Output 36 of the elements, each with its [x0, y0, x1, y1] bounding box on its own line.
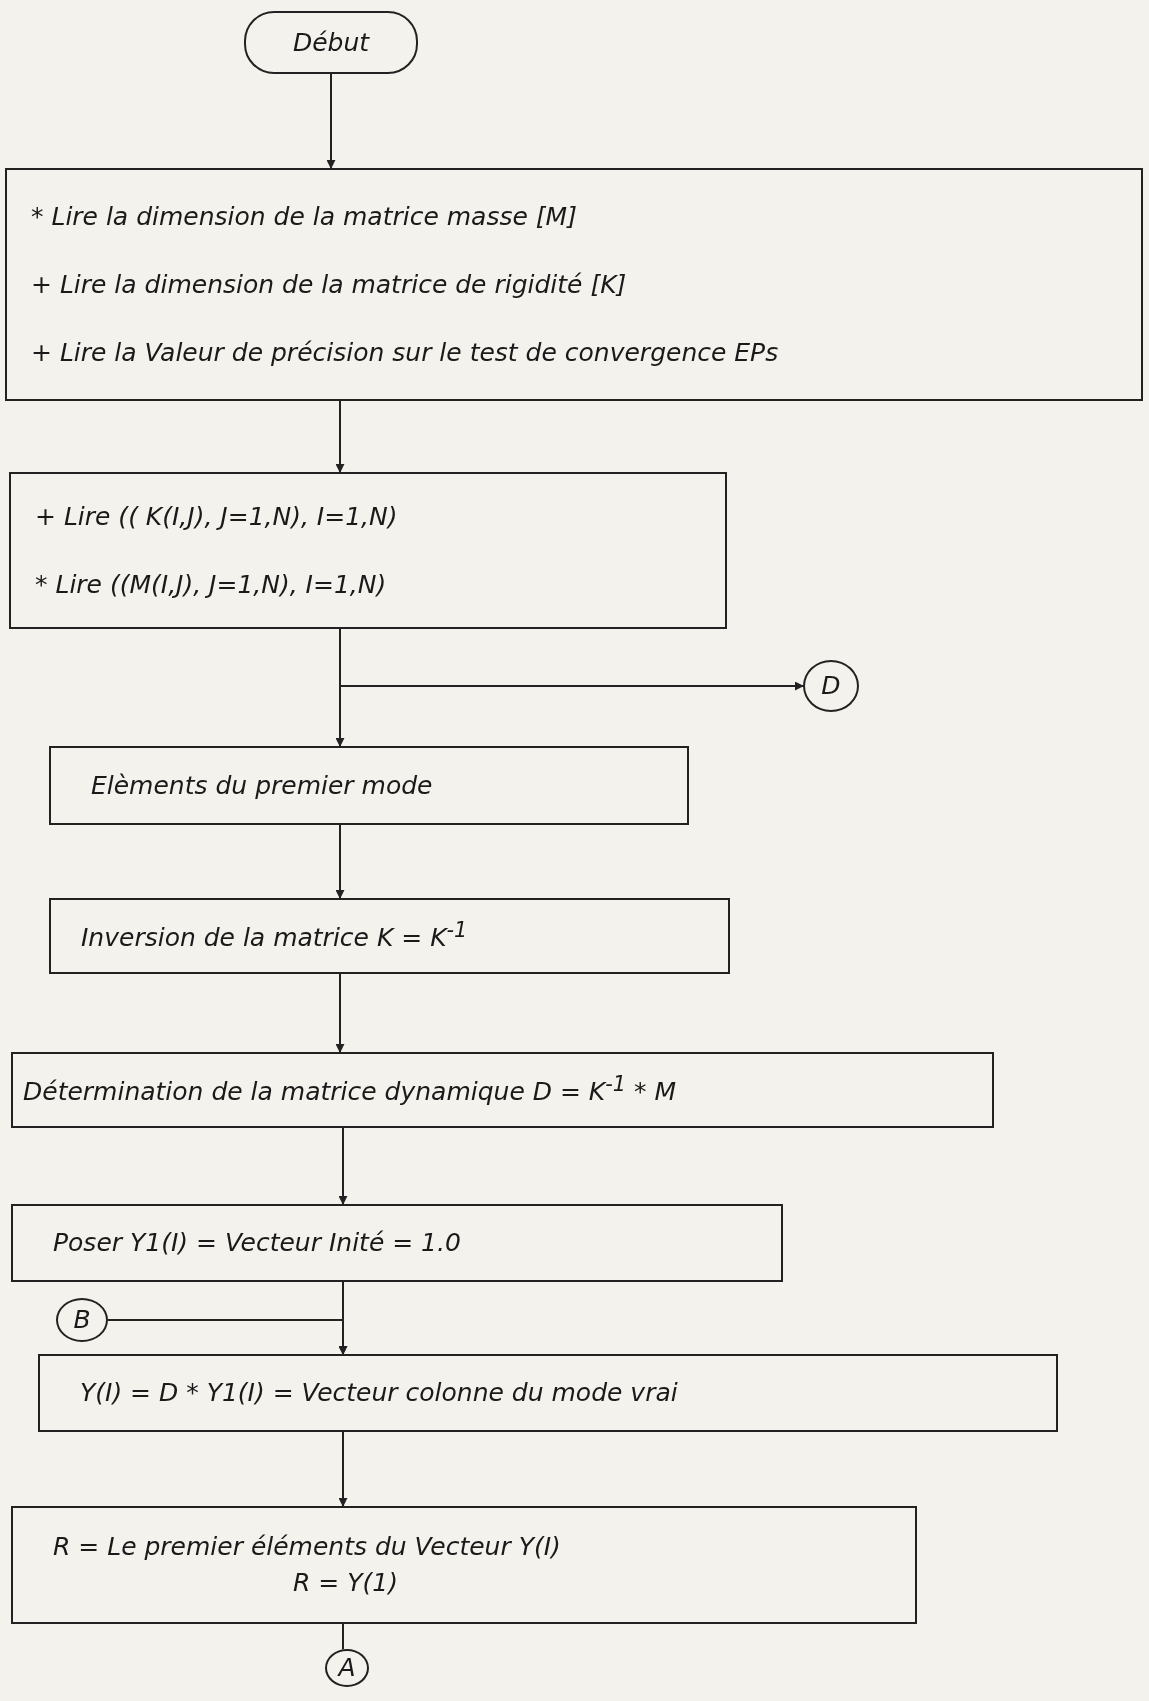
process-box [49, 746, 689, 825]
step-text: * Lire la dimension de la matrice masse [M] [31, 201, 577, 232]
step-text: * Lire ((M(I,J), J=1,N), I=1,N) [35, 569, 387, 600]
step-text: D [821, 671, 841, 701]
step-text: B [73, 1305, 91, 1335]
step-text: Détermination de la matrice dynamique D = K$^{-1}$ * M [23, 1072, 676, 1108]
process-box [49, 898, 730, 974]
step-text: + Lire la Valeur de précision sur le test de convergence EPs [31, 337, 779, 368]
arrow [107, 1319, 348, 1355]
step-text: R = Y(1) [293, 1568, 398, 1598]
process-box [11, 1204, 783, 1282]
connector-line [342, 1623, 344, 1650]
connector-circle [325, 1649, 369, 1687]
connector-circle [56, 1298, 108, 1342]
connector-circle [803, 660, 859, 712]
process-box [11, 1506, 917, 1624]
arrow [335, 824, 345, 899]
step-text: + Lire la dimension de la matrice de rigidité [K] [31, 269, 627, 300]
start-terminal [244, 11, 418, 74]
arrow [338, 1127, 348, 1205]
step-text: Poser Y1(I) = Vecteur Inité = 1.0 [53, 1228, 461, 1258]
step-text: Début [292, 27, 370, 58]
step-text: + Lire (( K(I,J), J=1,N), I=1,N) [35, 501, 398, 532]
arrow [335, 973, 345, 1053]
step-text: Elèments du premier mode [91, 770, 433, 801]
arrow [335, 400, 345, 473]
step-text: A [338, 1653, 356, 1683]
arrow [338, 1431, 348, 1507]
process-box [38, 1354, 1058, 1432]
process-box [11, 1052, 994, 1128]
arrow [326, 73, 336, 169]
process-box [9, 472, 727, 629]
step-text: R = Le premier éléments du Vecteur Y(I) [53, 1532, 561, 1562]
process-box [5, 168, 1143, 401]
step-text: Y(I) = D * Y1(I) = Vecteur colonne du mode vrai [80, 1378, 678, 1408]
step-text: Inversion de la matrice K = K$^{-1}$ [81, 918, 468, 954]
